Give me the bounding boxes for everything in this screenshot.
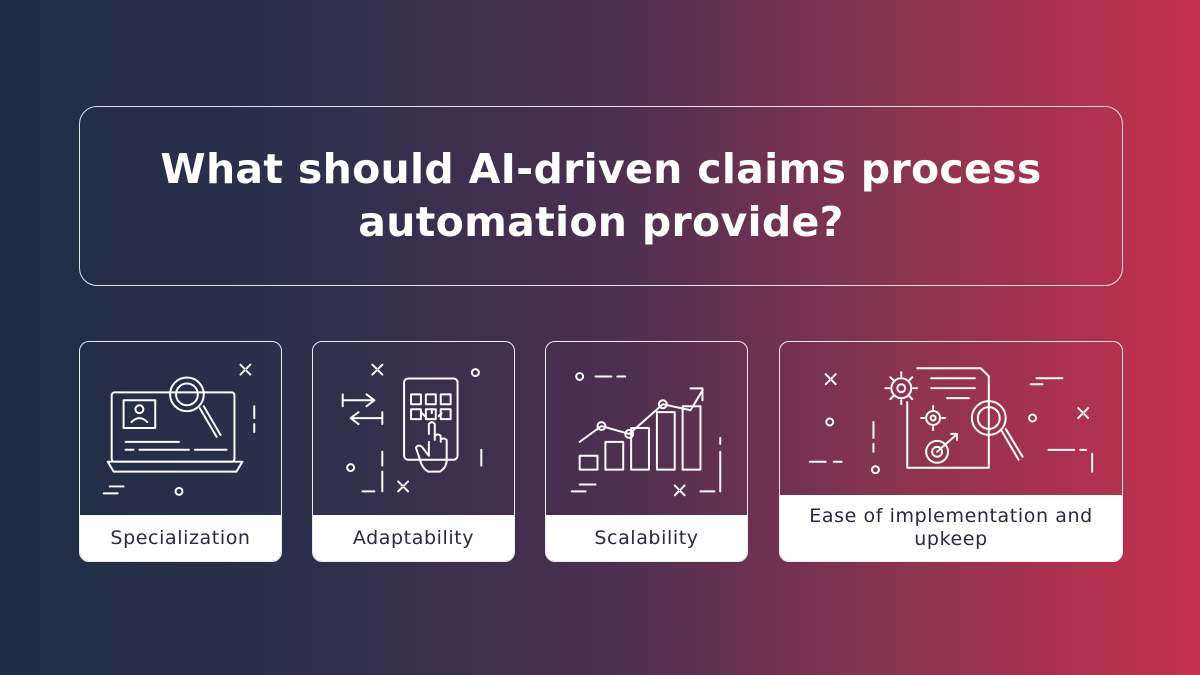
title-box: What should AI-driven claims process aut… [79,106,1123,286]
card-label: Specialization [80,515,281,561]
card-label: Adaptability [313,515,514,561]
page-title: What should AI-driven claims process aut… [160,145,1042,246]
growth-chart-icon [546,342,747,517]
card-specialization: Specialization [79,341,282,562]
card-adaptability: Adaptability [312,341,515,562]
card-scalability: Scalability [545,341,748,562]
laptop-magnifier-icon [80,342,281,517]
document-gears-icon [780,342,1122,497]
card-label: Scalability [546,515,747,561]
card-ease-of-implementation: Ease of implementation and upkeep [779,341,1123,562]
tablet-touch-icon [313,342,514,517]
card-label: Ease of implementation and upkeep [780,495,1122,561]
